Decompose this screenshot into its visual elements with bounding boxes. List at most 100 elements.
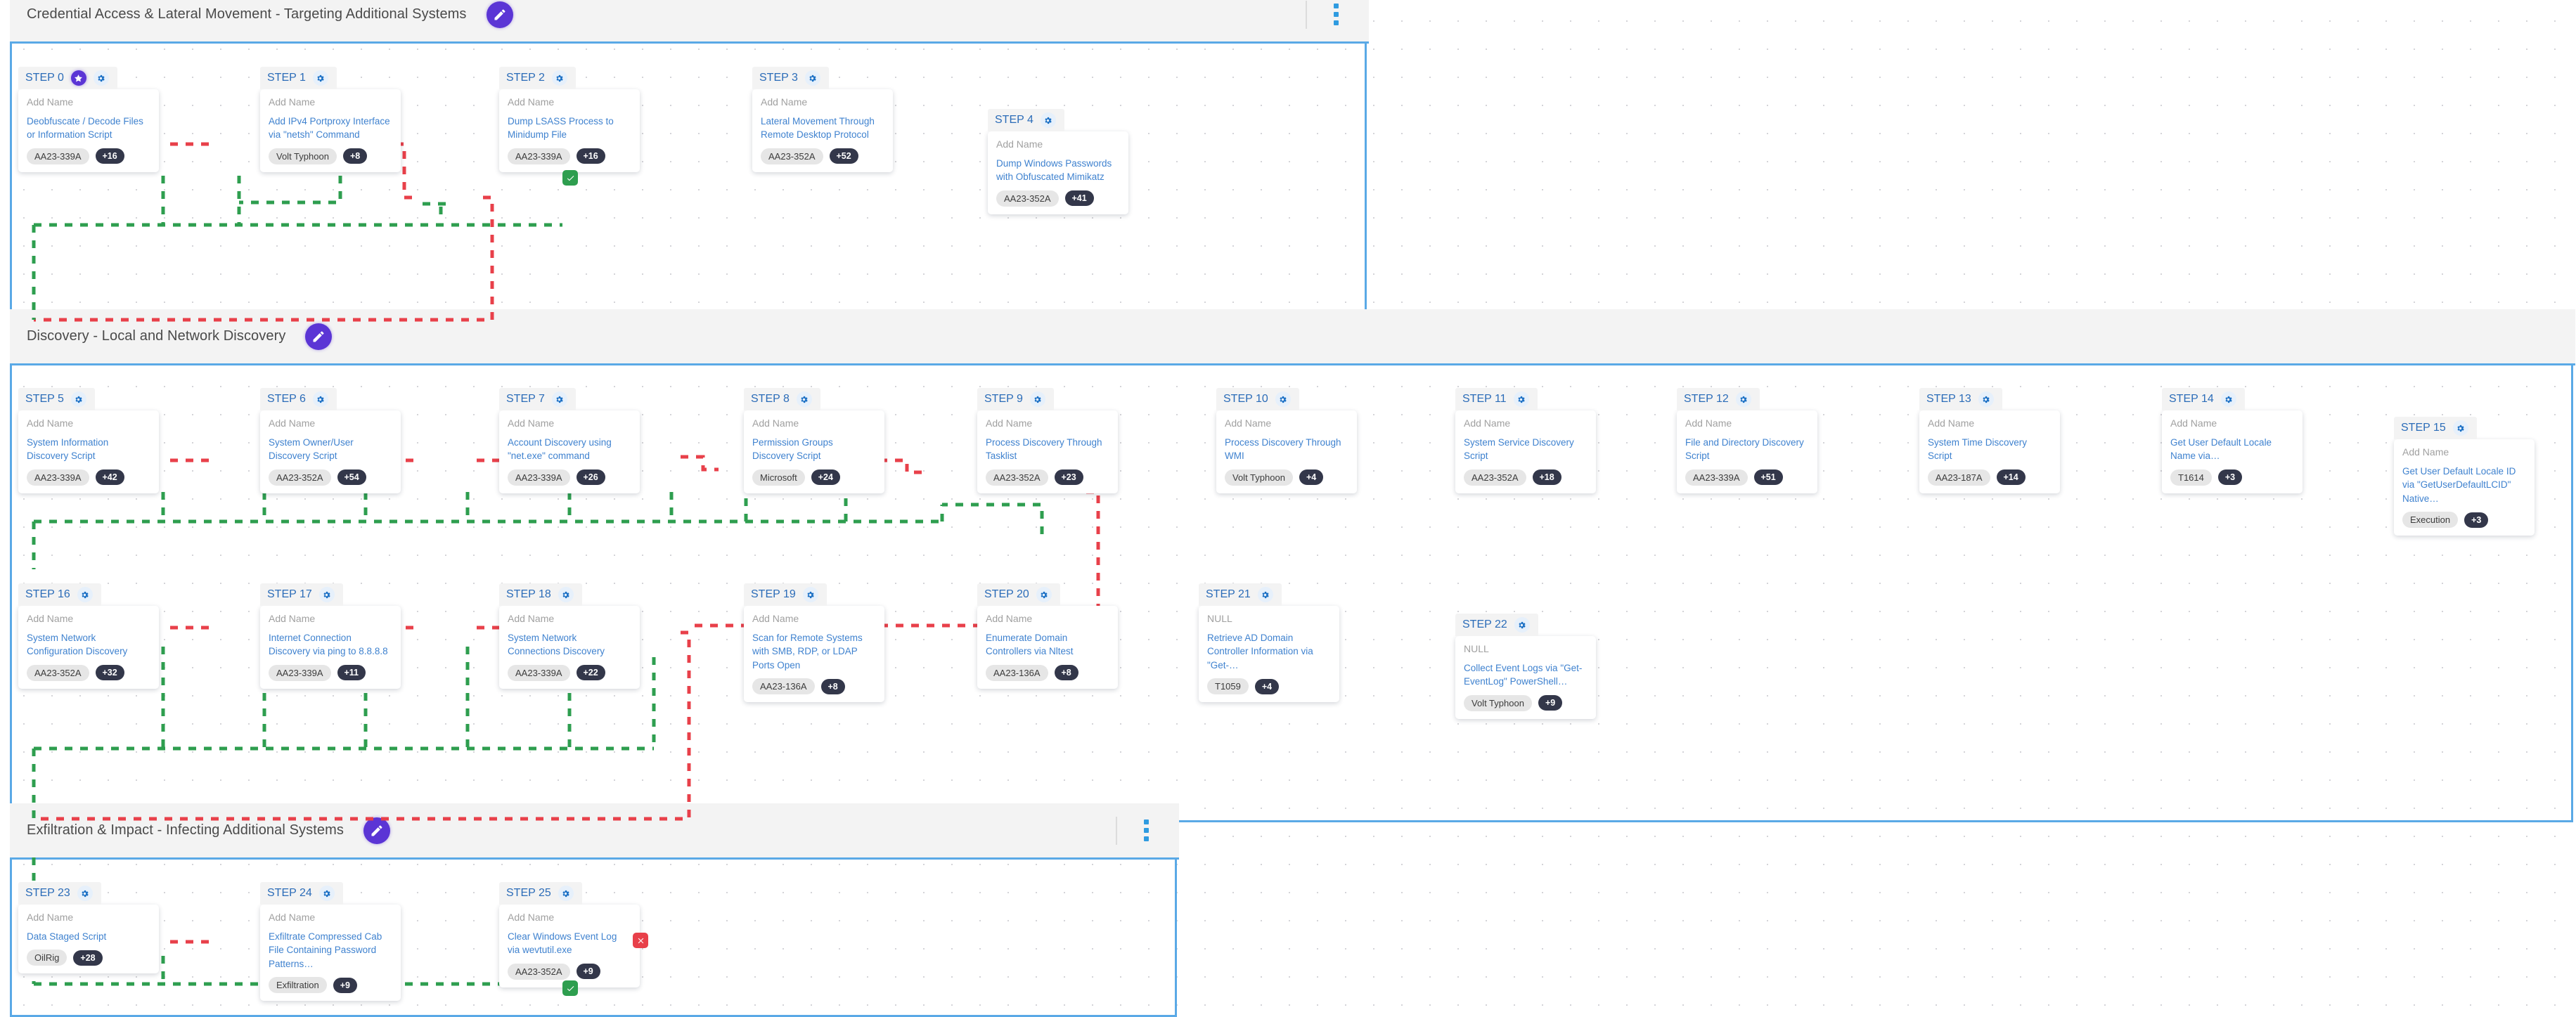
step-card[interactable]: Add Name Get User Default Locale Name vi… <box>2162 410 2303 493</box>
source-chip[interactable]: AA23-339A <box>1685 469 1748 486</box>
step-card[interactable]: Add Name Lateral Movement Through Remote… <box>752 89 893 172</box>
step-tab[interactable]: STEP 7 <box>499 388 576 410</box>
gear-icon[interactable] <box>558 886 574 901</box>
step-card[interactable]: Add Name Enumerate Domain Controllers vi… <box>977 606 1118 689</box>
gear-icon[interactable] <box>2220 391 2236 407</box>
source-chip[interactable]: AA23-339A <box>27 469 89 486</box>
technique-link[interactable]: Retrieve AD Domain Controller Informatio… <box>1207 632 1313 671</box>
count-badge[interactable]: +14 <box>1996 469 2026 486</box>
step-node[interactable]: STEP 24 Add Name Exfiltrate Compressed C… <box>260 882 401 1002</box>
step-name-input[interactable]: NULL <box>1207 613 1232 624</box>
count-badge[interactable]: +28 <box>73 950 103 966</box>
count-badge[interactable]: +8 <box>820 678 845 694</box>
source-chip[interactable]: Exfiltration <box>269 977 327 994</box>
step-name-input[interactable]: Add Name <box>986 613 1033 624</box>
source-chip[interactable]: AA23-187A <box>1928 469 1990 486</box>
source-chip[interactable]: T1614 <box>2170 469 2212 486</box>
technique-link[interactable]: Get User Default Locale Name via… <box>2170 436 2272 462</box>
technique-link[interactable]: Lateral Movement Through Remote Desktop … <box>761 115 875 141</box>
technique-link[interactable]: System Service Discovery Script <box>1464 436 1574 462</box>
source-chip[interactable]: AA23-352A <box>27 664 89 681</box>
source-chip[interactable]: Volt Typhoon <box>1225 469 1293 486</box>
count-badge[interactable]: +26 <box>576 469 605 486</box>
step-name-input[interactable]: Add Name <box>1928 417 1975 429</box>
count-badge[interactable]: +41 <box>1064 190 1094 207</box>
step-name-input[interactable]: Add Name <box>27 417 74 429</box>
step-card[interactable]: Add Name System Network Configuration Di… <box>18 606 159 689</box>
count-badge[interactable]: +3 <box>2464 512 2489 528</box>
step-tab[interactable]: STEP 15 <box>2394 417 2477 439</box>
step-tab[interactable]: STEP 11 <box>1455 388 1538 410</box>
step-name-input[interactable]: Add Name <box>27 613 74 624</box>
step-tab[interactable]: STEP 21 <box>1199 583 1282 606</box>
count-badge[interactable]: +54 <box>337 469 366 486</box>
step-tab[interactable]: STEP 10 <box>1216 388 1299 410</box>
technique-link[interactable]: Account Discovery using "net.exe" comman… <box>508 436 612 462</box>
step-card[interactable]: Add Name Account Discovery using "net.ex… <box>499 410 640 493</box>
step-node[interactable]: STEP 18 Add Name System Network Connecti… <box>499 583 640 689</box>
step-tab[interactable]: STEP 18 <box>499 583 582 606</box>
technique-link[interactable]: System Network Connections Discovery <box>508 632 605 657</box>
gear-icon[interactable] <box>551 70 567 86</box>
technique-link[interactable]: Internet Connection Discovery via ping t… <box>269 632 388 657</box>
source-chip[interactable]: Execution <box>2402 512 2459 529</box>
step-card[interactable]: Add Name System Network Connections Disc… <box>499 606 640 689</box>
source-chip[interactable]: Volt Typhoon <box>269 148 337 164</box>
source-chip[interactable]: AA23-339A <box>508 148 570 164</box>
technique-link[interactable]: Scan for Remote Systems with SMB, RDP, o… <box>752 632 863 671</box>
step-node[interactable]: STEP 11 Add Name System Service Discover… <box>1455 388 1596 493</box>
step-tab[interactable]: STEP 16 <box>18 583 101 606</box>
step-tab[interactable]: STEP 3 <box>752 67 829 89</box>
step-tab[interactable]: STEP 4 <box>988 109 1064 131</box>
step-card[interactable]: Add Name System Owner/User Discovery Scr… <box>260 410 401 493</box>
source-chip[interactable]: AA23-352A <box>986 469 1048 486</box>
step-tab[interactable]: STEP 0 <box>18 67 117 89</box>
step-card[interactable]: Add Name System Service Discovery Script… <box>1455 410 1596 493</box>
gear-icon[interactable] <box>1036 587 1052 602</box>
step-node[interactable]: STEP 13 Add Name System Time Discovery S… <box>1919 388 2060 493</box>
step-name-input[interactable]: Add Name <box>986 417 1033 429</box>
step-node[interactable]: STEP 7 Add Name Account Discovery using … <box>499 388 640 493</box>
gear-icon[interactable] <box>802 587 818 602</box>
step-node[interactable]: STEP 8 Add Name Permission Groups Discov… <box>744 388 884 493</box>
count-badge[interactable]: +9 <box>1538 695 1563 711</box>
technique-link[interactable]: Clear Windows Event Log via wevtutil.exe <box>508 931 617 956</box>
gear-icon[interactable] <box>1257 587 1273 602</box>
source-chip[interactable]: AA23-352A <box>761 148 823 164</box>
step-tab[interactable]: STEP 22 <box>1455 614 1538 636</box>
step-node[interactable]: STEP 0 Add Name Deobfuscate / Decode Fil… <box>18 67 159 172</box>
gear-icon[interactable] <box>558 587 574 602</box>
count-badge[interactable]: +4 <box>1299 469 1324 486</box>
step-card[interactable]: NULL Collect Event Logs via "Get-EventLo… <box>1455 636 1596 719</box>
gear-icon[interactable] <box>318 587 335 602</box>
step-name-input[interactable]: Add Name <box>2402 446 2449 458</box>
step-tab[interactable]: STEP 20 <box>977 583 1060 606</box>
step-node[interactable]: STEP 2 Add Name Dump LSASS Process to Mi… <box>499 67 640 172</box>
step-tab[interactable]: STEP 13 <box>1919 388 2002 410</box>
step-tab[interactable]: STEP 9 <box>977 388 1054 410</box>
step-tab[interactable]: STEP 5 <box>18 388 95 410</box>
step-card[interactable]: Add Name Internet Connection Discovery v… <box>260 606 401 689</box>
count-badge[interactable]: +23 <box>1054 469 1083 486</box>
star-icon[interactable] <box>70 70 86 86</box>
source-chip[interactable]: AA23-339A <box>508 469 570 486</box>
step-name-input[interactable]: Add Name <box>2170 417 2217 429</box>
source-chip[interactable]: AA23-339A <box>269 664 331 681</box>
gear-icon[interactable] <box>551 391 567 407</box>
step-node[interactable]: STEP 15 Add Name Get User Default Locale… <box>2394 417 2535 536</box>
more-vertical-icon[interactable] <box>1325 1 1346 29</box>
step-name-input[interactable]: Add Name <box>269 96 316 108</box>
gear-icon[interactable] <box>1514 617 1530 633</box>
step-card[interactable]: Add Name Add IPv4 Portproxy Interface vi… <box>260 89 401 172</box>
pencil-icon[interactable] <box>305 323 333 350</box>
count-badge[interactable]: +4 <box>1254 678 1280 694</box>
technique-link[interactable]: System Information Discovery Script <box>27 436 109 462</box>
source-chip[interactable]: Microsoft <box>752 469 805 486</box>
technique-link[interactable]: File and Directory Discovery Script <box>1685 436 1804 462</box>
step-name-input[interactable]: Add Name <box>27 96 74 108</box>
count-badge[interactable]: +51 <box>1753 469 1783 486</box>
source-chip[interactable]: AA23-339A <box>27 148 89 164</box>
pencil-icon[interactable] <box>363 817 390 844</box>
step-card[interactable]: Add Name Clear Windows Event Log via wev… <box>499 905 640 987</box>
count-badge[interactable]: +9 <box>576 964 600 980</box>
